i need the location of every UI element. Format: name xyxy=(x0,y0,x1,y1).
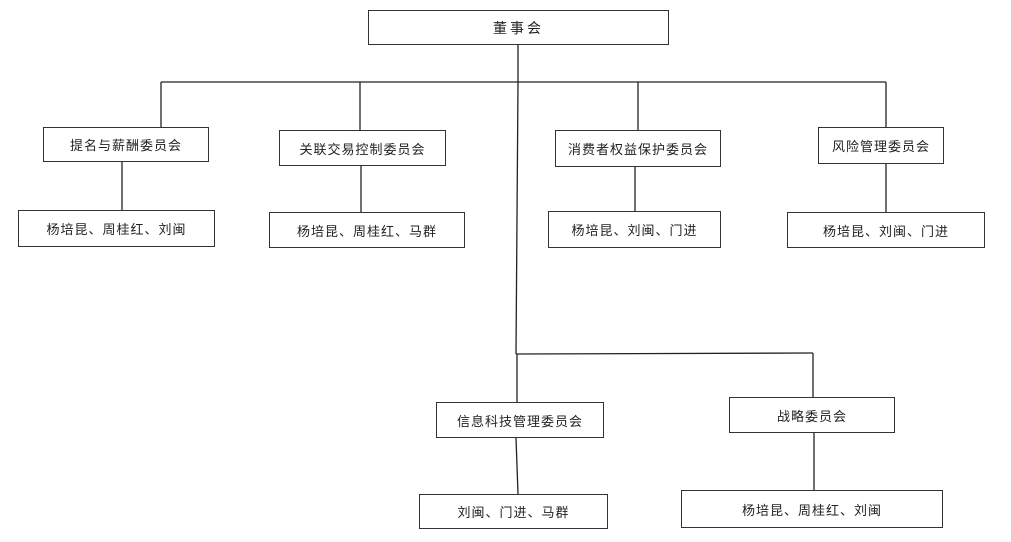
members-text: 杨培昆、刘闽、门进 xyxy=(571,224,698,239)
members-box-nomination: 杨培昆、周桂红、刘闽 xyxy=(18,210,215,247)
committee-name: 关联交易控制委员会 xyxy=(299,142,426,158)
committee-name: 信息科技管理委员会 xyxy=(456,414,583,430)
members-box-consumer-protection: 杨培昆、刘闽、门进 xyxy=(548,211,721,248)
members-box-risk: 杨培昆、刘闽、门进 xyxy=(787,212,985,248)
members-text: 杨培昆、刘闽、门进 xyxy=(822,224,949,240)
committee-name: 消费者权益保护委员会 xyxy=(567,143,708,158)
members-text: 刘闽、门进、马群 xyxy=(457,506,570,521)
members-text: 杨培昆、周桂红、刘闽 xyxy=(741,503,882,519)
committee-box-related-party: 关联交易控制委员会 xyxy=(279,130,446,166)
connector-trunk xyxy=(515,81,519,355)
committee-name: 提名与薪酬委员会 xyxy=(69,139,182,154)
committee-box-consumer-protection: 消费者权益保护委员会 xyxy=(555,130,721,167)
members-text: 杨培昆、周桂红、马群 xyxy=(296,224,437,240)
board-box: 董事会 xyxy=(368,10,669,45)
committee-box-risk: 风险管理委员会 xyxy=(818,127,944,164)
connector-lower-bus xyxy=(515,352,814,355)
members-box-strategy: 杨培昆、周桂红、刘闽 xyxy=(681,490,943,528)
members-box-related-party: 杨培昆、周桂红、马群 xyxy=(269,212,465,248)
connector-members-5 xyxy=(515,437,519,495)
board-label: 董事会 xyxy=(493,20,544,37)
committee-name: 风险管理委员会 xyxy=(831,140,930,155)
committee-box-it-management: 信息科技管理委员会 xyxy=(436,402,604,438)
members-text: 杨培昆、周桂红、刘闽 xyxy=(46,223,187,238)
committee-box-nomination: 提名与薪酬委员会 xyxy=(43,127,209,162)
committee-name: 战略委员会 xyxy=(776,409,847,425)
committee-box-strategy: 战略委员会 xyxy=(729,397,895,433)
members-box-it-management: 刘闽、门进、马群 xyxy=(419,494,608,529)
